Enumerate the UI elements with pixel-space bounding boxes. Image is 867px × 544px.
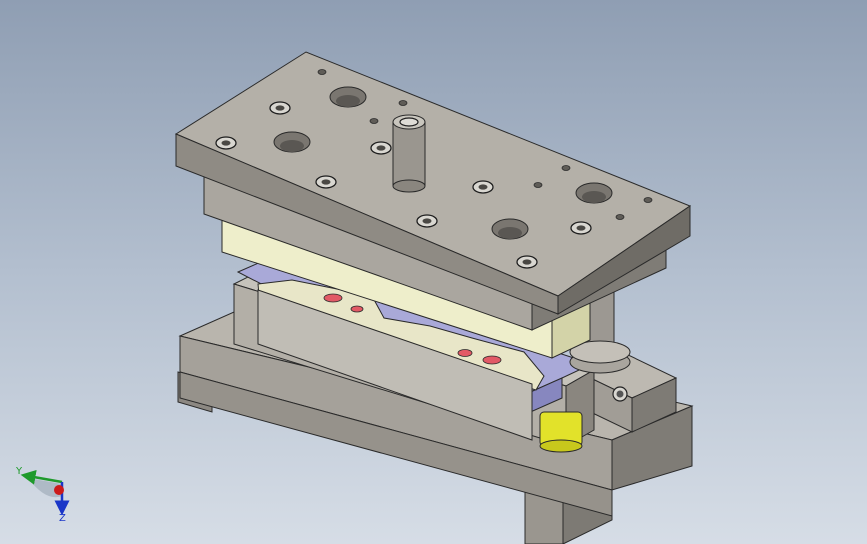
- guide-block-screw-inner: [616, 390, 624, 398]
- red-pocket-4: [482, 355, 502, 365]
- top-hole-1-inner: [336, 95, 360, 107]
- guide-block-side: [631, 377, 677, 433]
- small-holes: [317, 69, 653, 220]
- red-pocket-1: [323, 293, 343, 303]
- yellow-spring-bottom: [539, 439, 583, 453]
- punch-bed: [257, 289, 533, 441]
- top-shoe-side: [557, 205, 691, 315]
- top-hole-2-inner: [280, 140, 304, 152]
- punch-shank: [392, 121, 426, 187]
- top-hole-3-inner: [582, 191, 606, 203]
- triad-x-axis: [54, 485, 64, 495]
- triad-z-label: Z: [59, 513, 66, 524]
- orientation-triad[interactable]: Y Z: [12, 462, 82, 524]
- guide-post-collar-top: [569, 340, 631, 364]
- top-hole-4-inner: [498, 227, 522, 239]
- triad-y-axis: [20, 469, 63, 485]
- punch-shank-bottom: [392, 179, 426, 193]
- cap-screw-sockets: [221, 105, 586, 265]
- lower-base-front: [179, 371, 613, 517]
- punch-shank-screw: [399, 117, 419, 127]
- red-pocket-3: [457, 349, 473, 357]
- triad-y-label: Y: [15, 466, 23, 477]
- red-pocket-2: [350, 305, 364, 313]
